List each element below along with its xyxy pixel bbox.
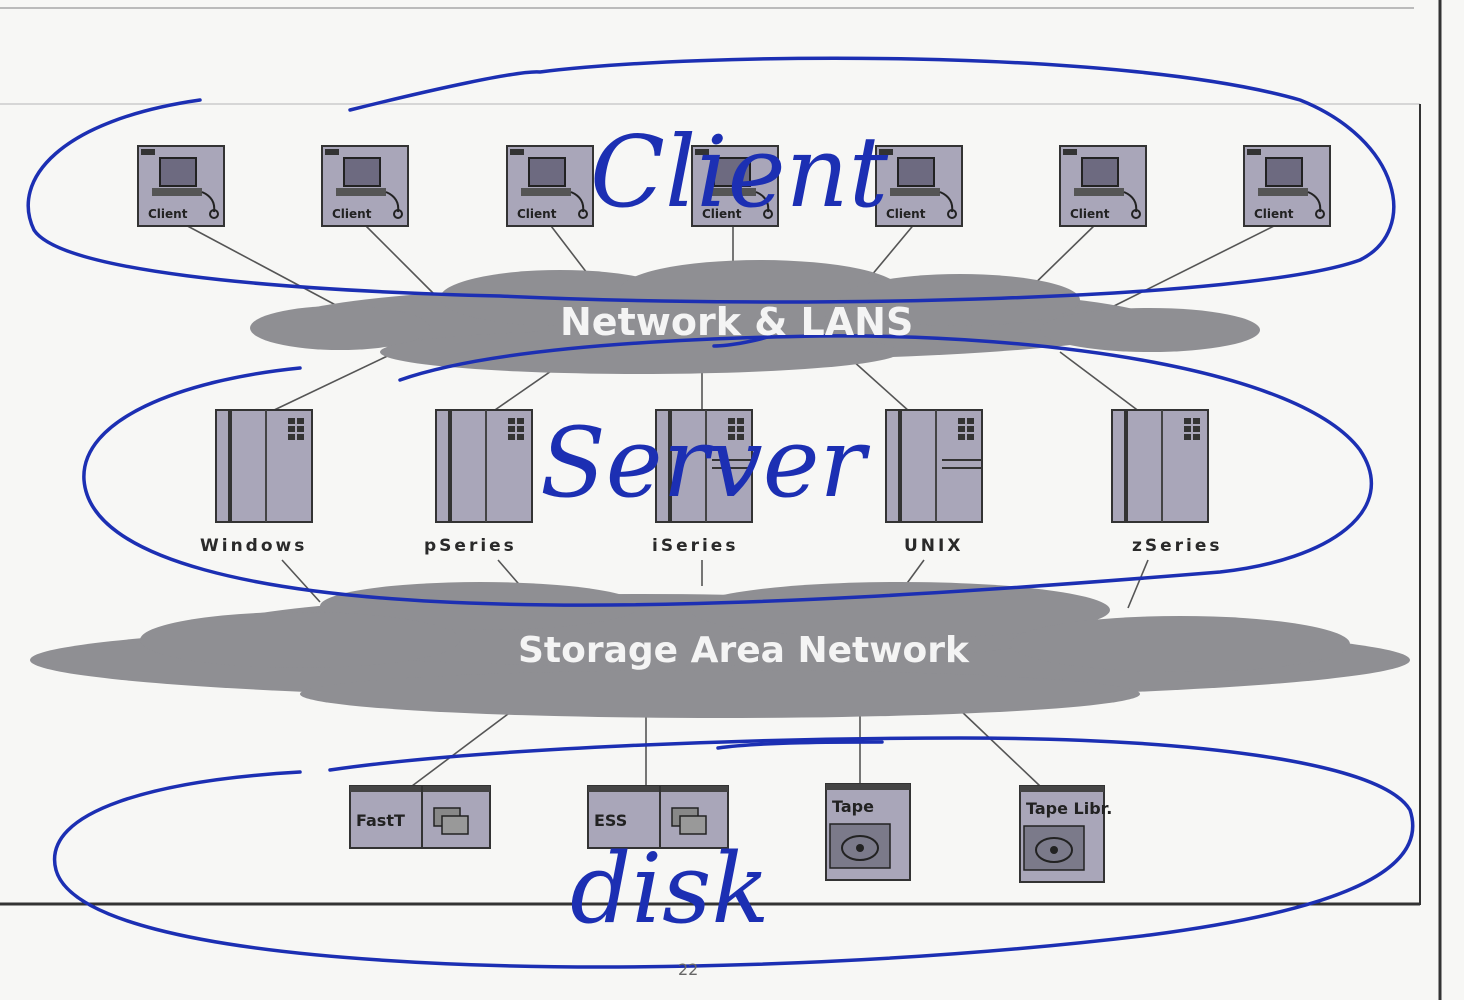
client-5: Client — [875, 145, 963, 227]
client-1: Client — [137, 145, 225, 227]
client-6: Client — [1059, 145, 1147, 227]
client-2: Client — [321, 145, 409, 227]
handwritten-labels: Client Server disk — [540, 116, 889, 945]
client-3: Client — [506, 145, 594, 227]
client-4: Client — [691, 145, 779, 227]
client-annotation: Client — [590, 116, 889, 230]
storage-tape-libr-: Tape Libr. — [1019, 785, 1112, 883]
server-label-pseries: pSeries — [424, 536, 517, 556]
client-label: Client — [332, 207, 372, 221]
network-lans-label: Network & LANS — [560, 300, 914, 344]
storage-row: FastT ESS Tape Tape Libr. — [349, 783, 1112, 883]
server-label-windows: Windows — [200, 536, 308, 556]
client-row: Client Client Client Client Client Client Clie… — [137, 145, 1331, 227]
storage-ess: ESS — [587, 785, 729, 849]
network-strikeline — [712, 334, 772, 348]
server-row — [215, 409, 1209, 523]
storage-label: FastT — [356, 811, 405, 830]
connector-lines — [179, 221, 1283, 787]
san-cloud — [30, 582, 1410, 718]
client-label: Client — [702, 207, 742, 221]
server-loop — [82, 334, 1374, 607]
client-label: Client — [1070, 207, 1110, 221]
client-label: Client — [148, 207, 188, 221]
server-windows — [215, 409, 313, 523]
server-iseries — [655, 409, 753, 523]
client-label: Client — [886, 207, 926, 221]
storage-label: Tape Libr. — [1026, 799, 1112, 818]
network-lans-cloud — [250, 260, 1260, 374]
client-label: Client — [1254, 207, 1294, 221]
storage-fastt: FastT — [349, 785, 491, 849]
san-label: Storage Area Network — [518, 630, 969, 671]
client-label: Client — [517, 207, 557, 221]
server-label-zseries: zSeries — [1132, 536, 1223, 556]
server-label-unix: UNIX — [904, 536, 964, 556]
disk-loop — [52, 736, 1415, 969]
san-strikeline — [716, 740, 884, 750]
server-label-iseries: iSeries — [652, 536, 739, 556]
server-zseries — [1111, 409, 1209, 523]
annotation-loops — [26, 56, 1415, 969]
client-7: Client — [1243, 145, 1331, 227]
storage-label: ESS — [594, 811, 627, 830]
server-unix — [885, 409, 983, 523]
storage-tape: Tape — [825, 783, 911, 881]
client-loop — [26, 56, 1396, 304]
disk-annotation: disk — [570, 833, 770, 945]
storage-label: Tape — [832, 797, 874, 816]
page-number: 22 — [678, 960, 699, 979]
server-pseries — [435, 409, 533, 523]
server-annotation: Server — [540, 407, 871, 519]
